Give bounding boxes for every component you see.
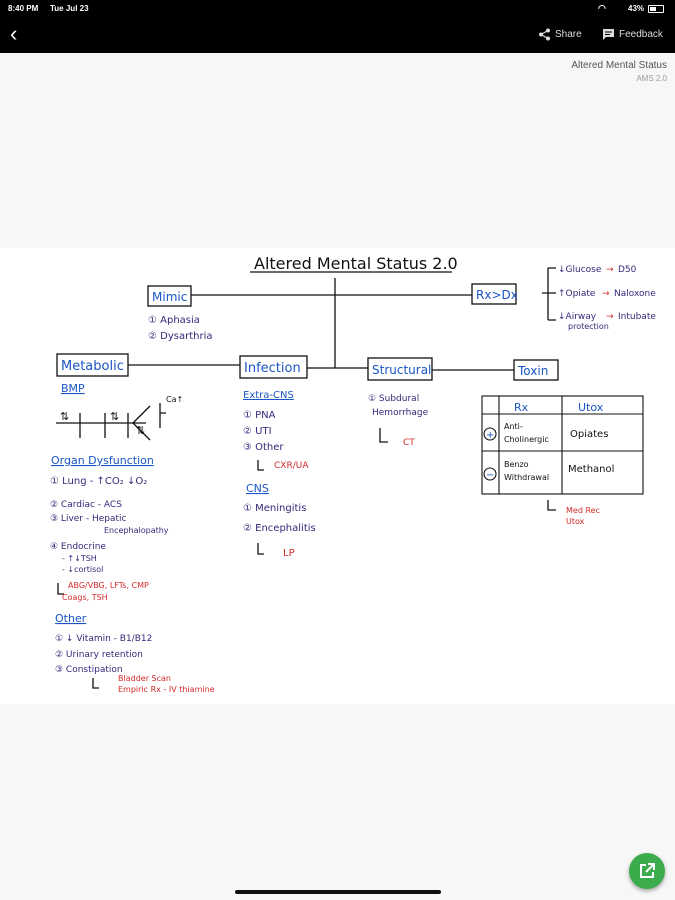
organ-item: ③ Liver - Hepatic [50, 514, 127, 524]
toxin-plus-sign: + [486, 430, 494, 441]
feedback-label: Feedback [619, 29, 663, 41]
rxdx-arrow: → [606, 312, 614, 322]
rxdx-tx: Naloxone [614, 289, 656, 299]
whiteboard-image: Altered Mental Status 2.0 Mimic ① Aphasi… [0, 248, 675, 704]
toxin-table [481, 395, 644, 495]
cns-item: ② Encephalitis [243, 523, 316, 534]
status-time: 8:40 PM [8, 4, 39, 13]
metabolic-box-label: Metabolic [61, 359, 124, 374]
toxin-header-rx: Rx [514, 401, 529, 414]
rxdx-box-label: Rx>Dx [476, 288, 518, 302]
mimic-box-label: Mimic [152, 290, 187, 304]
document-version: AMS 2.0 [636, 74, 667, 83]
extra-cns-item: ② UTI [243, 426, 272, 437]
open-external-button[interactable] [629, 853, 665, 889]
toxin-row2-rx: Withdrawal [504, 473, 549, 482]
status-bar: 8:40 PM Tue Jul 23 ◠ 43% [0, 0, 675, 18]
feedback-button[interactable]: Feedback [602, 28, 663, 41]
toxin-minus-sign: − [486, 470, 494, 481]
bmp-arrows: ⇅ [60, 410, 69, 423]
organ-item: - ↑↓TSH [62, 554, 97, 563]
toxin-workup: Med Rec [566, 506, 600, 515]
cns-workup: LP [283, 548, 295, 559]
bmp-arrows: ⇅ [136, 424, 145, 437]
top-nav-bar: ‹ Share Feedback [0, 18, 675, 53]
back-button[interactable]: ‹ [10, 21, 18, 46]
battery-icon [648, 5, 664, 13]
wifi-icon: ◠ [598, 3, 606, 13]
other-item: ② Urinary retention [55, 650, 143, 660]
toxin-row1-utox: Opiates [570, 429, 608, 440]
rxdx-arrow: → [606, 265, 614, 275]
open-external-icon [640, 863, 655, 878]
organ-item: ④ Endocrine [50, 542, 106, 552]
board-title: Altered Mental Status 2.0 [254, 254, 458, 273]
feedback-icon [603, 29, 614, 40]
rxdx-cause: ↑Opiate [558, 289, 596, 299]
rxdx-tx: Intubate [618, 312, 656, 322]
rxdx-tx: D50 [618, 265, 637, 275]
other-workup: Empiric Rx - IV thiamine [118, 685, 215, 694]
organ-item: - ↓cortisol [62, 565, 103, 574]
organ-workup: Coags, TSH [62, 593, 108, 602]
home-indicator [235, 890, 441, 894]
toxin-row1-rx: Cholinergic [504, 435, 549, 444]
toxin-row2-utox: Methanol [568, 464, 614, 475]
extra-cns-label: Extra-CNS [243, 390, 294, 401]
status-date: Tue Jul 23 [50, 4, 89, 13]
mimic-item: ① Aphasia [148, 315, 200, 326]
organ-dysfunction-label: Organ Dysfunction [51, 454, 154, 467]
toxin-row2-rx: Benzo [504, 460, 529, 469]
toxin-row1-rx: Anti- [504, 422, 523, 431]
document-title: Altered Mental Status [571, 60, 667, 71]
rxdx-cause: ↓Airway [558, 312, 597, 322]
other-label: Other [55, 612, 87, 625]
cns-item: ① Meningitis [243, 503, 306, 514]
calcium-label: Ca↑ [166, 395, 183, 404]
share-button[interactable]: Share [538, 28, 582, 41]
share-label: Share [555, 29, 582, 41]
battery-percent: 43% [628, 4, 645, 13]
ams-flowchart: Altered Mental Status 2.0 Mimic ① Aphasi… [50, 254, 656, 694]
extra-cns-item: ③ Other [243, 442, 284, 453]
organ-workup: ABG/VBG, LFTs, CMP [68, 581, 149, 590]
organ-item: Encephalopathy [104, 526, 169, 535]
infection-box-label: Infection [244, 361, 301, 376]
other-workup: Bladder Scan [118, 674, 171, 683]
toxin-workup: Utox [566, 517, 585, 526]
toxin-box-label: Toxin [517, 364, 548, 378]
connector-lines [56, 267, 556, 689]
rxdx-cause: ↓Glucose [558, 265, 602, 275]
cns-label: CNS [246, 482, 269, 495]
extra-cns-item: ① PNA [243, 410, 276, 421]
share-icon [539, 28, 550, 41]
structural-item: ① Subdural [368, 394, 419, 404]
structural-item: Hemorrhage [372, 408, 429, 418]
structural-box-label: Structural [372, 363, 431, 377]
structural-workup: CT [403, 438, 415, 448]
toxin-header-utox: Utox [578, 401, 604, 414]
bmp-label: BMP [61, 382, 85, 395]
bmp-arrows: ⇅ [110, 410, 119, 423]
organ-item: ① Lung - ↑CO₂ ↓O₂ [50, 476, 147, 487]
other-item: ① ↓ Vitamin - B1/B12 [55, 634, 152, 644]
other-item: ③ Constipation [55, 665, 123, 675]
organ-item: ② Cardiac - ACS [50, 500, 122, 510]
extra-cns-workup: CXR/UA [274, 461, 309, 471]
rxdx-cause: protection [568, 322, 609, 331]
rxdx-arrow: → [602, 289, 610, 299]
mimic-item: ② Dysarthria [148, 331, 213, 342]
